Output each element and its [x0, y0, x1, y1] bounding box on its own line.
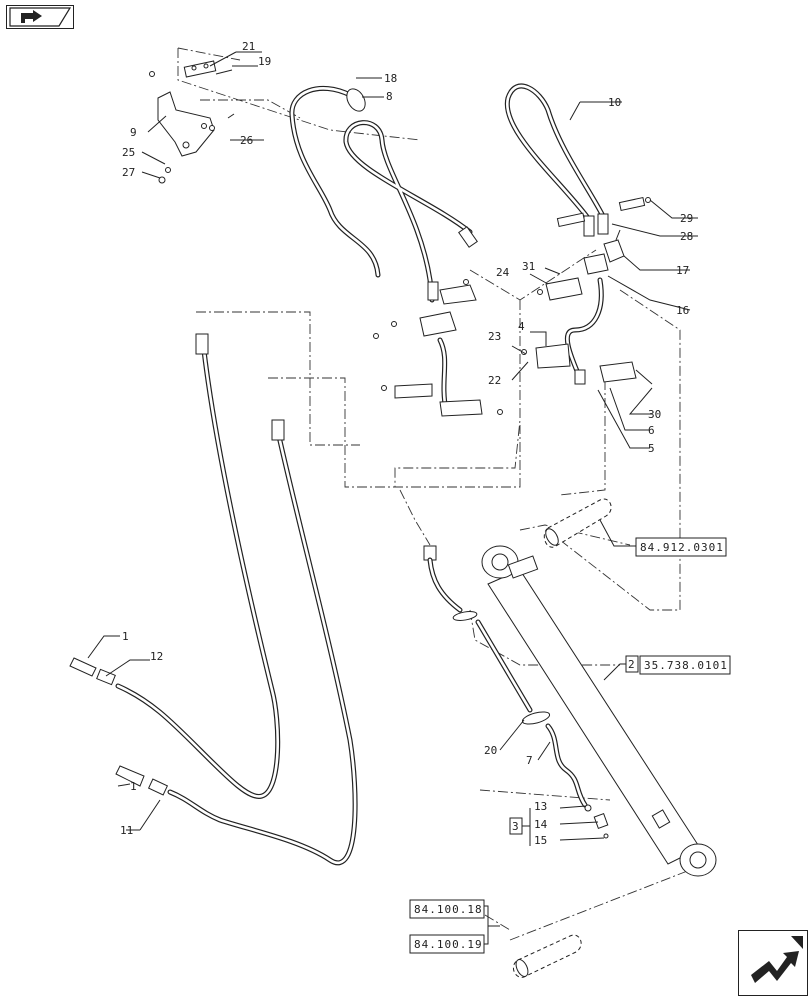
assembly-lines — [177, 47, 691, 941]
callout-19: 19 — [258, 55, 271, 68]
callout-7: 7 — [526, 754, 533, 767]
ref-link-84-100-18[interactable]: 84.100.18 — [409, 899, 485, 919]
next-page-icon — [743, 935, 803, 991]
callout-25: 25 — [122, 146, 135, 159]
callout-23: 23 — [488, 330, 501, 343]
callout-labels: 21 19 18 8 10 9 26 25 27 29 28 24 31 17 … — [120, 40, 693, 847]
boxed-callout-3: 3 — [509, 817, 523, 835]
callout-1b: 1 — [130, 780, 137, 793]
callout-16: 16 — [676, 304, 689, 317]
ref-link-84-100-19[interactable]: 84.100.19 — [409, 934, 485, 954]
hydraulic-cylinder — [481, 545, 717, 877]
center-clamps — [373, 279, 503, 417]
bracket-assembly — [149, 60, 235, 184]
right-tubes — [521, 277, 653, 385]
ref-link-84-912[interactable]: 84.912.0301 — [635, 537, 727, 557]
callout-2: 2 — [628, 658, 635, 671]
callout-5: 5 — [648, 442, 655, 455]
pin-84-912 — [543, 498, 612, 548]
hose-11 — [115, 419, 358, 866]
callout-22: 22 — [488, 374, 501, 387]
callout-15: 15 — [534, 834, 547, 847]
hose-8 — [343, 120, 478, 303]
callout-24: 24 — [496, 266, 510, 279]
callout-27: 27 — [122, 166, 135, 179]
pin-84-100 — [513, 934, 582, 978]
callout-31: 31 — [522, 260, 535, 273]
next-page-button[interactable] — [738, 930, 808, 996]
callout-11: 11 — [120, 824, 133, 837]
callout-4: 4 — [518, 320, 525, 333]
ref-84-100-19-text: 84.100.19 — [414, 938, 483, 951]
callout-1a: 1 — [122, 630, 129, 643]
ref-84-100-18-text: 84.100.18 — [414, 903, 483, 916]
callout-9: 9 — [130, 126, 137, 139]
tube-7 — [545, 723, 609, 839]
callout-30: 30 — [648, 408, 661, 421]
callout-28: 28 — [680, 230, 693, 243]
ref-link-35-738[interactable]: 35.738.0101 — [639, 655, 731, 675]
callout-8: 8 — [386, 90, 393, 103]
callout-17: 17 — [676, 264, 689, 277]
callout-3: 3 — [512, 820, 519, 833]
leader-lines — [87, 51, 698, 945]
callout-21: 21 — [242, 40, 255, 53]
previous-page-icon — [9, 7, 72, 27]
hose-18 — [289, 85, 381, 278]
boxed-callout-2: 2 — [625, 655, 639, 673]
callout-6: 6 — [648, 424, 655, 437]
callout-29: 29 — [680, 212, 693, 225]
callout-20: 20 — [484, 744, 497, 757]
callout-26: 26 — [240, 134, 253, 147]
callout-10: 10 — [608, 96, 621, 109]
callout-18: 18 — [384, 72, 397, 85]
hose-10 — [504, 83, 651, 275]
callout-14: 14 — [534, 818, 548, 831]
ref-35-738-text: 35.738.0101 — [644, 659, 728, 672]
hose-12 — [69, 333, 281, 799]
previous-page-button[interactable] — [6, 5, 74, 29]
ref-84-912-text: 84.912.0301 — [640, 541, 724, 554]
callout-13: 13 — [534, 800, 547, 813]
callout-12: 12 — [150, 650, 163, 663]
